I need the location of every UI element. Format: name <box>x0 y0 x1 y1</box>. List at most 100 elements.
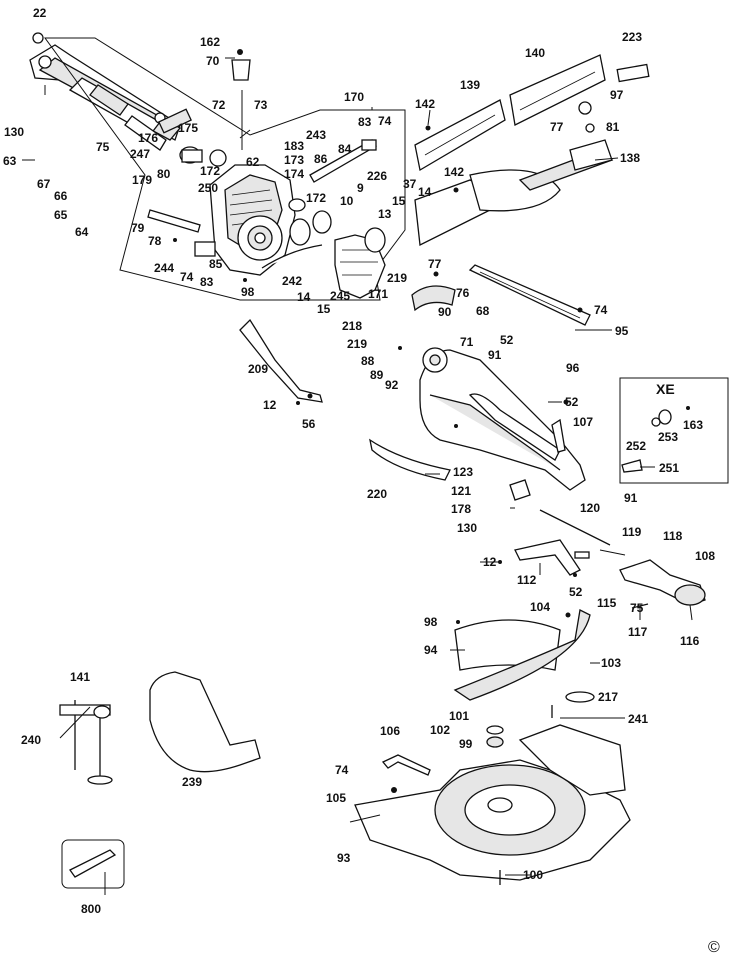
label-12: 12 <box>263 398 277 412</box>
label-117: 117 <box>628 625 648 639</box>
label-xe: XE <box>656 381 675 397</box>
label-171: 171 <box>368 287 388 301</box>
label-163: 163 <box>683 418 703 432</box>
label-83b: 83 <box>200 275 214 289</box>
label-75b: 75 <box>630 601 644 615</box>
label-170: 170 <box>344 90 364 104</box>
label-172b: 172 <box>306 191 326 205</box>
assembly-outline-170 <box>44 37 406 301</box>
label-22: 22 <box>33 6 47 20</box>
label-250: 250 <box>198 181 218 195</box>
label-98: 98 <box>241 285 255 299</box>
label-218: 218 <box>342 319 362 333</box>
handle-assembly <box>309 139 386 299</box>
fasteners <box>173 49 690 793</box>
label-253: 253 <box>658 430 678 444</box>
label-240: 240 <box>21 733 41 747</box>
label-209: 209 <box>248 362 268 376</box>
label-91: 91 <box>488 348 502 362</box>
label-162: 162 <box>200 35 220 49</box>
label-52b: 52 <box>565 395 579 409</box>
label-71: 71 <box>460 335 474 349</box>
leader-lines <box>22 57 693 895</box>
label-219b: 219 <box>347 337 367 351</box>
label-123: 123 <box>453 465 473 479</box>
xe-option-box <box>619 377 729 484</box>
label-84: 84 <box>338 142 352 156</box>
label-142: 142 <box>415 97 435 111</box>
kit-800-box <box>61 839 125 889</box>
label-52c: 52 <box>569 585 583 599</box>
label-99: 99 <box>459 737 473 751</box>
label-118: 118 <box>663 529 683 543</box>
label-88: 88 <box>361 354 375 368</box>
part-107 <box>551 418 566 453</box>
label-244: 244 <box>154 261 174 275</box>
label-103: 103 <box>601 656 621 670</box>
label-70: 70 <box>206 54 220 68</box>
label-81: 81 <box>606 120 620 134</box>
label-90: 90 <box>438 305 452 319</box>
label-223: 223 <box>622 30 642 44</box>
label-65: 65 <box>54 208 68 222</box>
label-219: 219 <box>387 271 407 285</box>
label-78: 78 <box>148 234 162 248</box>
part-labels: 22 162 70 72 73 170 142 139 140 223 97 7… <box>3 6 720 956</box>
label-73: 73 <box>254 98 268 112</box>
label-74: 74 <box>378 114 392 128</box>
label-83: 83 <box>358 115 372 129</box>
label-15b: 15 <box>392 194 406 208</box>
label-141: 141 <box>70 670 90 684</box>
label-243: 243 <box>306 128 326 142</box>
part-76 <box>411 285 456 312</box>
label-12b: 12 <box>483 555 497 569</box>
arm-96 <box>419 347 586 491</box>
label-76: 76 <box>456 286 470 300</box>
label-96: 96 <box>566 361 580 375</box>
label-241: 241 <box>628 712 648 726</box>
label-138: 138 <box>620 151 640 165</box>
label-115: 115 <box>597 596 617 610</box>
label-172: 172 <box>200 164 220 178</box>
label-102: 102 <box>430 723 450 737</box>
label-62: 62 <box>246 155 260 169</box>
label-15: 15 <box>317 302 331 316</box>
label-106: 106 <box>380 724 400 738</box>
label-183: 183 <box>284 139 304 153</box>
wrench-106 <box>381 754 431 776</box>
label-104: 104 <box>530 600 550 614</box>
label-79: 79 <box>131 221 145 235</box>
label-75: 75 <box>96 140 110 154</box>
label-91b: 91 <box>624 491 638 505</box>
label-85: 85 <box>209 257 223 271</box>
label-245: 245 <box>330 289 350 303</box>
label-107: 107 <box>573 415 593 429</box>
label-130: 130 <box>4 125 24 139</box>
label-74b: 74 <box>180 270 194 284</box>
label-77: 77 <box>550 120 564 134</box>
label-89: 89 <box>370 368 384 382</box>
label-247: 247 <box>130 147 150 161</box>
copyright-mark: © <box>708 939 720 956</box>
detent-plate-103 <box>453 609 591 701</box>
label-139: 139 <box>460 78 480 92</box>
label-14b: 14 <box>418 185 432 199</box>
label-97: 97 <box>610 88 624 102</box>
label-142b: 142 <box>444 165 464 179</box>
base-93 <box>354 705 631 885</box>
label-105: 105 <box>326 791 346 805</box>
label-56: 56 <box>302 417 316 431</box>
part-220 <box>369 438 451 481</box>
handle-209 <box>239 318 323 403</box>
motor-housing <box>147 108 332 276</box>
label-178: 178 <box>451 502 471 516</box>
label-63: 63 <box>3 154 17 168</box>
label-220: 220 <box>367 487 387 501</box>
label-14: 14 <box>297 290 311 304</box>
label-68: 68 <box>476 304 490 318</box>
fence-guards <box>414 54 650 246</box>
label-116: 116 <box>680 634 700 648</box>
label-252: 252 <box>626 439 646 453</box>
label-66: 66 <box>54 189 68 203</box>
